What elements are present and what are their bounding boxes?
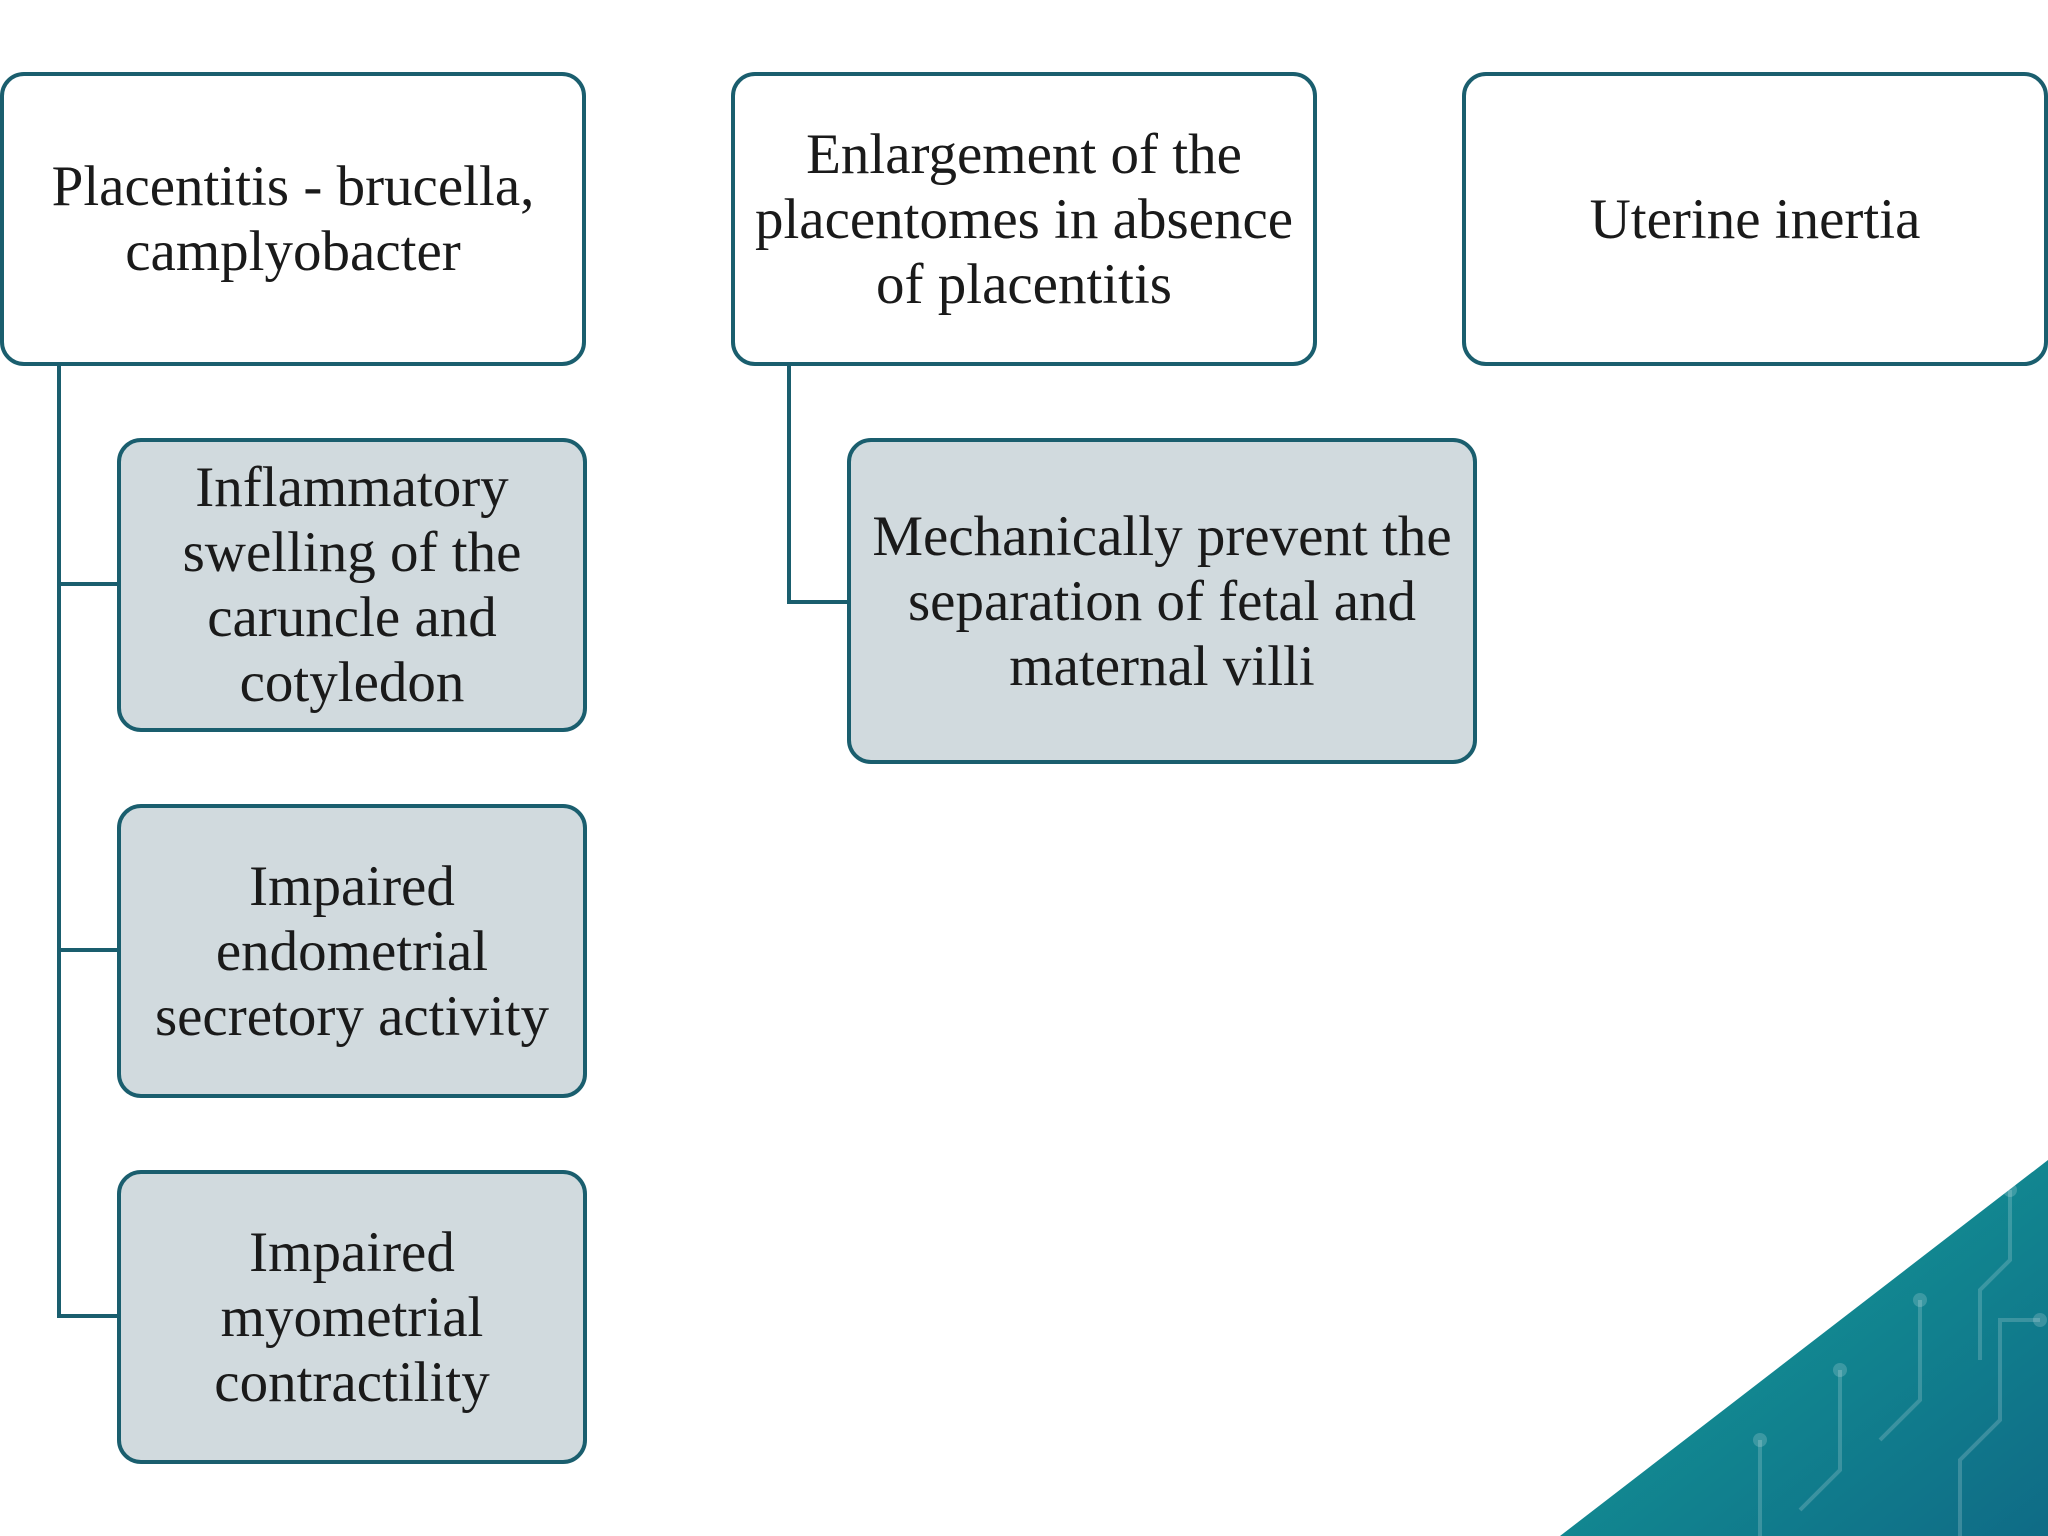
connector-trunk-col2 — [787, 362, 791, 604]
child-node-impaired-myometrial: Impaired myometrial contractility — [117, 1170, 587, 1464]
parent-node-enlargement: Enlargement of the placentomes in absenc… — [731, 72, 1317, 366]
parent-node-enlargement-label: Enlargement of the placentomes in absenc… — [754, 122, 1294, 316]
parent-node-placentitis-label: Placentitis - brucella, camplyobacter — [51, 155, 535, 283]
child-node-inflammatory-swelling: Inflammatory swelling of the caruncle an… — [117, 438, 587, 732]
connector-branch-col1-child1 — [57, 582, 119, 586]
child-node-inflammatory-swelling-label: Inflammatory swelling of the caruncle an… — [182, 456, 522, 714]
connector-branch-col2-child1 — [787, 600, 849, 604]
child-node-impaired-myometrial-label: Impaired myometrial contractility — [214, 1220, 490, 1414]
connector-branch-col1-child3 — [57, 1314, 119, 1318]
child-node-mechanically-prevent: Mechanically prevent the separation of f… — [847, 438, 1477, 764]
child-node-impaired-endometrial-label: Impaired endometrial secretory activity — [154, 854, 550, 1048]
connector-trunk-col1 — [57, 362, 61, 1318]
parent-node-uterine-inertia: Uterine inertia — [1462, 72, 2048, 366]
parent-node-placentitis: Placentitis - brucella, camplyobacter — [0, 72, 586, 366]
child-node-impaired-endometrial: Impaired endometrial secretory activity — [117, 804, 587, 1098]
connector-branch-col1-child2 — [57, 948, 119, 952]
child-node-mechanically-prevent-label: Mechanically prevent the separation of f… — [872, 504, 1452, 698]
parent-node-uterine-inertia-label: Uterine inertia — [1589, 187, 1921, 251]
